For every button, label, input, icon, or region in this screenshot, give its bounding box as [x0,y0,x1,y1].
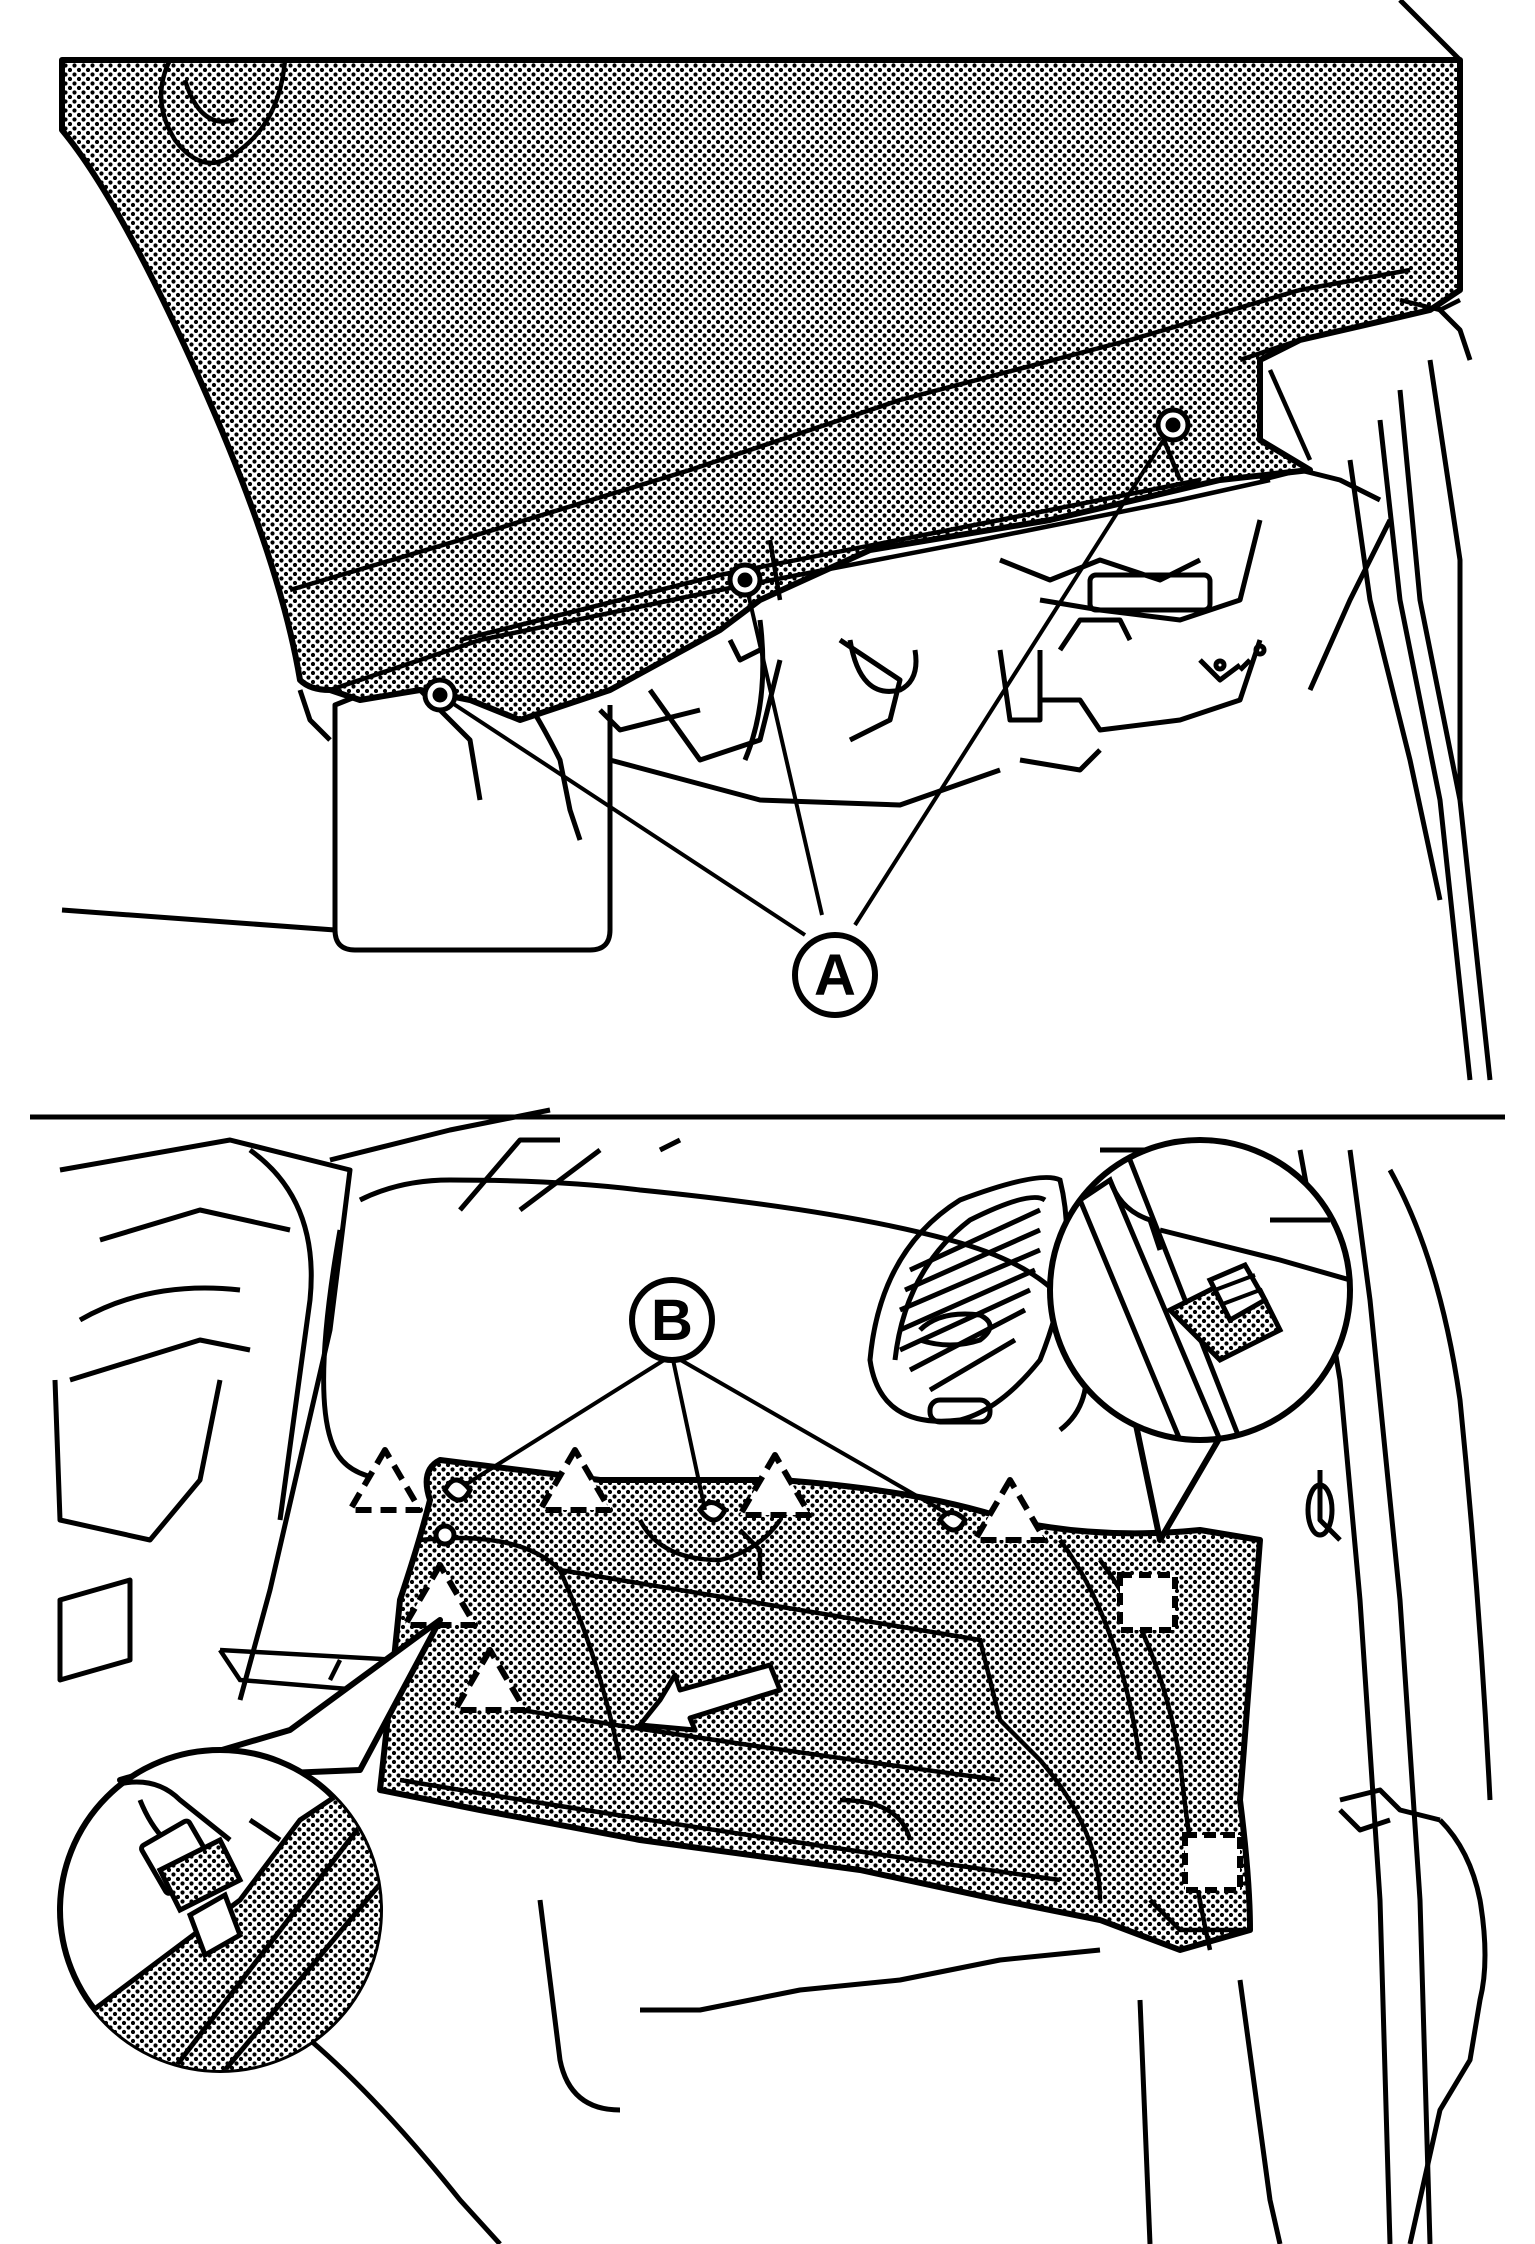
screw [422,407,1191,713]
callout-b: B [629,1277,715,1363]
dashed-square-icon [1117,1572,1243,1893]
detail-view-clip [57,1617,443,2073]
callout-b-label: B [651,1288,693,1353]
top-panel: A [59,0,1493,1081]
detail-view-pawl [1047,1137,1353,1543]
bottom-panel: B [52,1107,1493,2244]
air-vent [867,1175,1070,1425]
callout-a: A [792,932,878,1018]
arrow-icon [637,1662,783,1733]
glove-box-body [377,1457,1263,1953]
callout-a-label: A [814,943,856,1008]
dashed-triangle-icon [347,1447,1048,1713]
